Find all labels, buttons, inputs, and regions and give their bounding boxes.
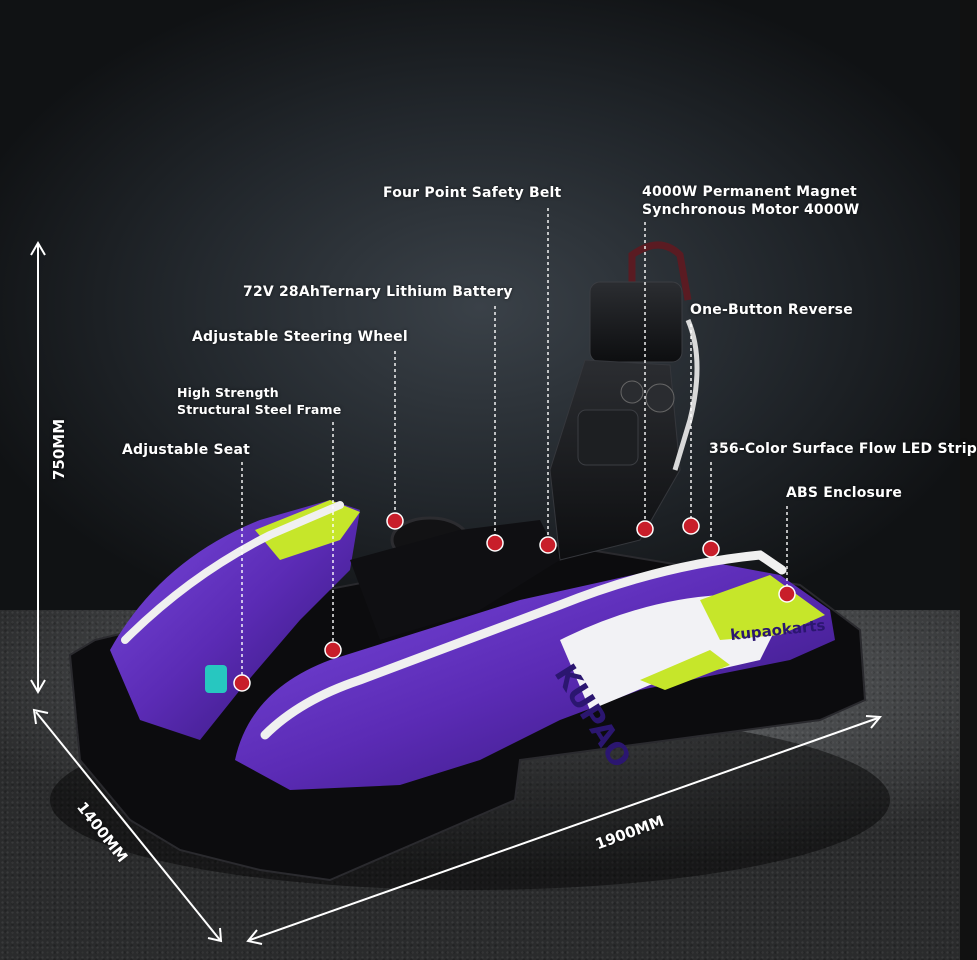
label-frame-line1: High Strength — [177, 385, 279, 400]
motor — [645, 383, 675, 413]
dimension-height: 750MM — [50, 418, 68, 480]
motor-cap — [620, 380, 644, 404]
label-led-strip: 356-Color Surface Flow LED Strip — [709, 441, 977, 457]
front-lime — [255, 500, 360, 560]
lime-stripe — [700, 575, 825, 640]
steering-hub — [205, 665, 227, 693]
label-safety-belt: Four Point Safety Belt — [383, 185, 562, 201]
label-frame-line2: Structural Steel Frame — [177, 402, 342, 417]
label-battery: 72V 28AhTernary Lithium Battery — [243, 284, 513, 300]
leader-lines — [241, 208, 788, 681]
white-rail-right — [260, 550, 787, 740]
marker-battery — [486, 534, 504, 552]
width-arrow — [32, 708, 223, 943]
markers — [233, 512, 796, 692]
length-arrow — [246, 715, 882, 945]
marker-frame — [324, 641, 342, 659]
seat-cushion — [577, 409, 639, 466]
label-reverse: One-Button Reverse — [690, 302, 853, 318]
marker-motor — [636, 520, 654, 538]
label-motor-line1: 4000W Permanent Magnet — [642, 184, 857, 200]
white-rail-left — [121, 501, 344, 644]
height-arrow — [30, 241, 46, 694]
marker-safety-belt — [539, 536, 557, 554]
cockpit — [350, 520, 560, 640]
marker-seat — [233, 674, 251, 692]
lime-stripe-2 — [640, 650, 730, 690]
marker-led-strip — [702, 540, 720, 558]
marker-steering — [386, 512, 404, 530]
label-seat: Adjustable Seat — [122, 442, 251, 458]
label-motor-line2: Synchronous Motor 4000W — [642, 202, 860, 218]
marker-enclosure — [778, 585, 796, 603]
marker-reverse — [682, 517, 700, 535]
label-enclosure: ABS Enclosure — [786, 485, 903, 501]
roll-bar — [628, 241, 692, 301]
seat-headrest — [589, 281, 683, 363]
label-steering: Adjustable Steering Wheel — [192, 329, 408, 345]
front-fairing — [110, 500, 360, 740]
